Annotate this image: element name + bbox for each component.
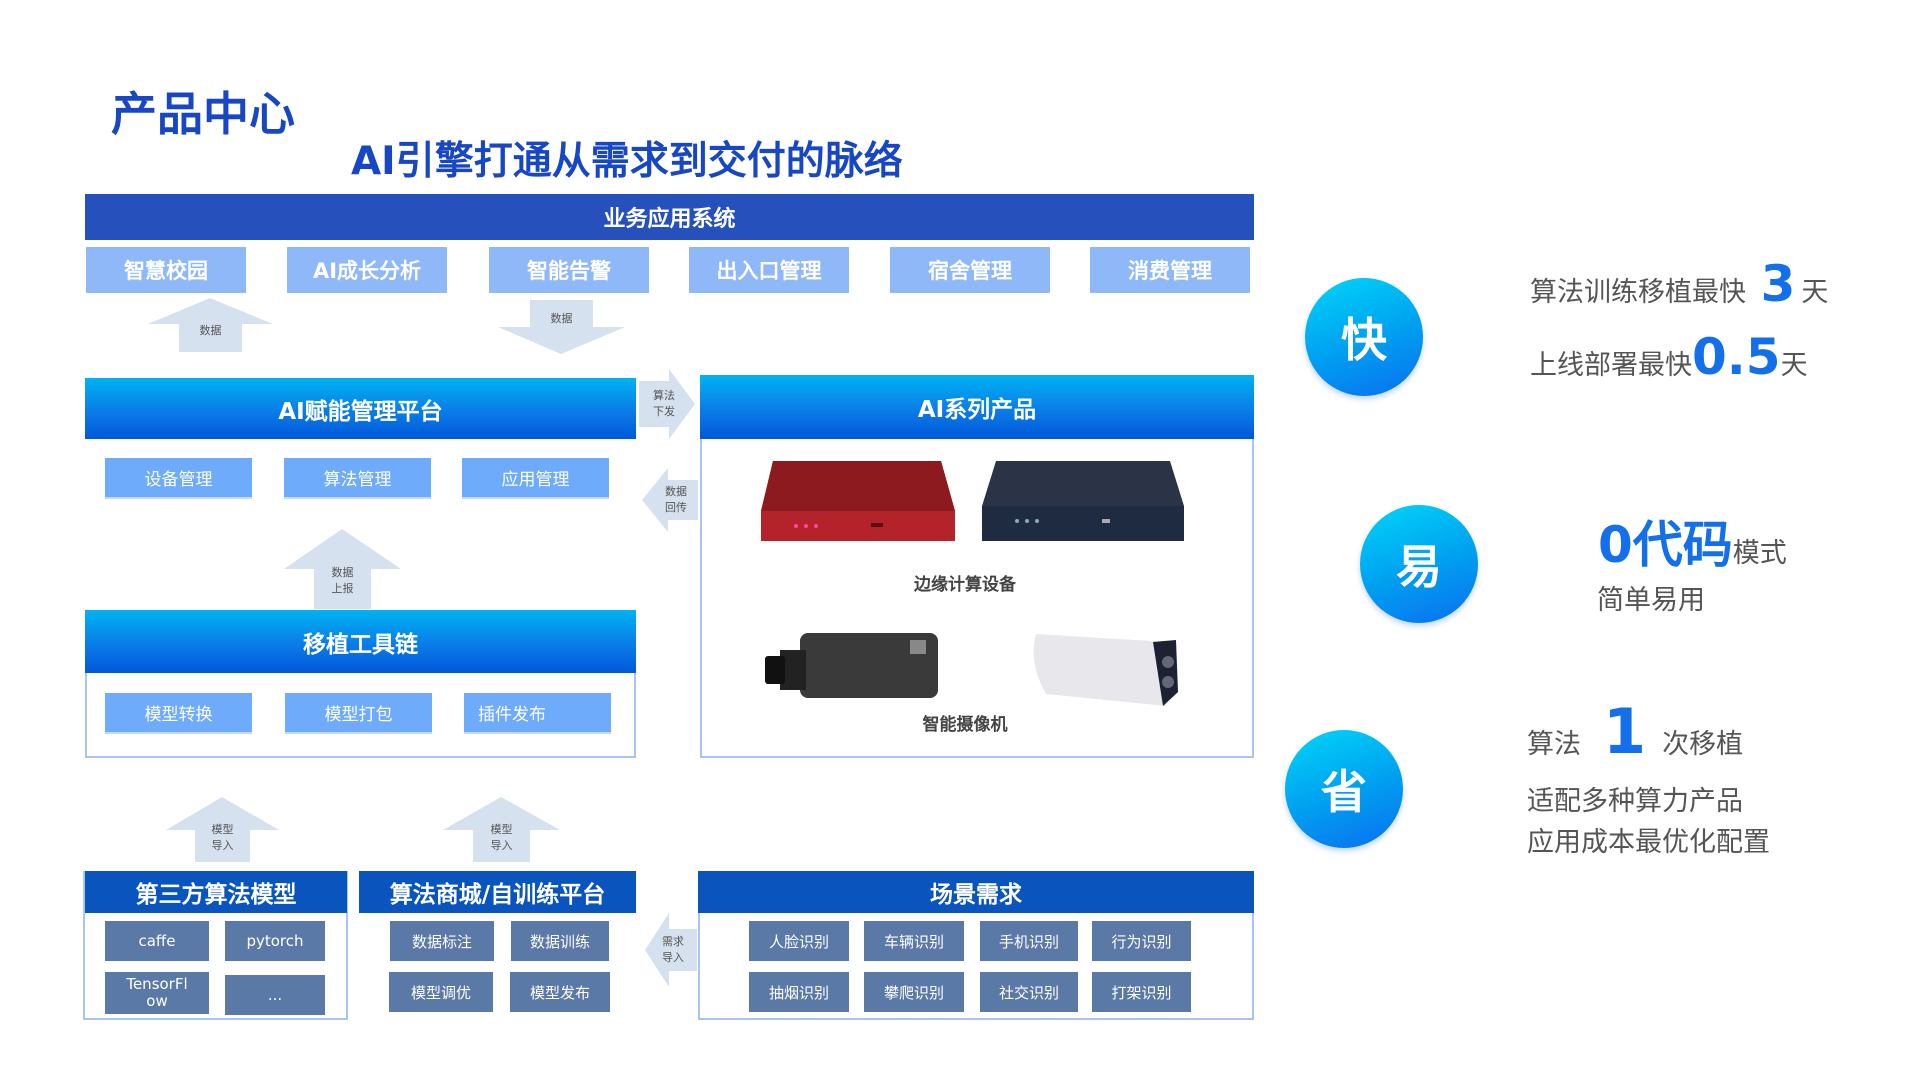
app-smart-campus[interactable]: 智慧校园: [86, 247, 246, 293]
third-party-header: 第三方算法模型: [85, 871, 347, 913]
camera-label: 智能摄像机: [922, 715, 1008, 735]
tool-model-convert[interactable]: 模型转换: [105, 693, 252, 734]
fast-unit: 天: [1780, 350, 1808, 381]
save-pre: 算法: [1527, 729, 1581, 760]
scene-face[interactable]: 人脸识别: [749, 921, 849, 961]
save-line-3: 应用成本最优化配置: [1527, 827, 1770, 858]
arrow-up-data: 数据: [148, 298, 273, 352]
model-tensorflow[interactable]: TensorFl ow: [105, 972, 209, 1014]
arrow-label: 需求: [662, 935, 684, 948]
easy-badge: 易: [1360, 505, 1478, 623]
fast-days-train: 3: [1760, 255, 1796, 313]
arrow-right-algo-down: 算法下发: [639, 369, 695, 439]
app-dorm[interactable]: 宿舍管理: [890, 247, 1050, 293]
easy-line-1: 0代码模式: [1598, 505, 1787, 577]
market-model-publish[interactable]: 模型发布: [510, 972, 610, 1012]
tool-plugin-publish[interactable]: 插件发布: [464, 693, 611, 734]
algo-market-header: 算法商城/自训练平台: [359, 871, 636, 913]
scene-climbing[interactable]: 攀爬识别: [864, 972, 964, 1012]
scene-vehicle[interactable]: 车辆识别: [864, 921, 964, 961]
fast-badge: 快: [1305, 278, 1423, 396]
arrow-label: 数据: [199, 324, 222, 337]
platform-app-mgmt[interactable]: 应用管理: [462, 458, 609, 499]
arrow-up-data-report: 数据上报: [284, 529, 401, 609]
fast-line-2: 上线部署最快0.5天: [1530, 328, 1808, 386]
arrow-label: 数据: [550, 312, 573, 325]
model-more[interactable]: ...: [225, 975, 325, 1015]
model-pytorch[interactable]: pytorch: [225, 921, 325, 961]
arrow-label: 算法: [653, 389, 675, 402]
edge-device-label: 边缘计算设备: [914, 575, 1016, 595]
model-caffe[interactable]: caffe: [105, 921, 209, 961]
page-subtitle: AI引擎打通从需求到交付的脉络: [351, 139, 903, 184]
platform-algo-mgmt[interactable]: 算法管理: [284, 458, 431, 499]
ai-products-header: AI系列产品: [700, 375, 1254, 439]
edge-device-red-image: [761, 461, 955, 541]
arrow-label: 回传: [665, 501, 687, 514]
page-title: 产品中心: [111, 87, 295, 141]
fast-days-deploy: 0.5: [1692, 328, 1781, 386]
fast-line-1-text: 算法训练移植最快: [1530, 277, 1746, 308]
save-suffix: 次移植: [1662, 729, 1744, 760]
market-data-label[interactable]: 数据标注: [390, 921, 494, 961]
easy-line-2: 简单易用: [1597, 585, 1705, 616]
save-line-2: 适配多种算力产品: [1527, 786, 1743, 817]
market-data-train[interactable]: 数据训练: [511, 921, 609, 961]
arrow-label: 导入: [490, 838, 513, 852]
edge-device-dark-image: [982, 461, 1184, 541]
arrow-label: 数据: [665, 485, 687, 498]
app-consumption[interactable]: 消费管理: [1090, 247, 1250, 293]
tool-model-pack[interactable]: 模型打包: [285, 693, 432, 734]
app-smart-alarm[interactable]: 智能告警: [489, 247, 649, 293]
business-system-header: 业务应用系统: [85, 194, 1254, 240]
scene-social[interactable]: 社交识别: [980, 972, 1078, 1012]
platform-device-mgmt[interactable]: 设备管理: [105, 458, 252, 499]
fast-line-2-text: 上线部署最快: [1530, 350, 1692, 381]
arrow-label: 数据: [331, 566, 354, 579]
arrow-up-model-import-1: 模型导入: [166, 797, 279, 862]
arrow-label: 模型: [490, 822, 513, 836]
scenes-header: 场景需求: [698, 871, 1254, 913]
arrow-label: 上报: [331, 582, 354, 595]
scene-fighting[interactable]: 打架识别: [1092, 972, 1191, 1012]
scene-behavior[interactable]: 行为识别: [1092, 921, 1191, 961]
bullet-camera-image: [1028, 632, 1180, 708]
arrow-label: 导入: [211, 838, 234, 852]
save-line-1: 算法 1 次移植: [1527, 695, 1743, 768]
arrow-up-model-import-2: 模型导入: [443, 797, 560, 862]
arrow-label: 下发: [653, 405, 675, 418]
save-badge: 省: [1285, 730, 1403, 848]
arrow-label: 模型: [211, 822, 234, 836]
arrow-label: 导入: [662, 951, 684, 964]
ai-platform-header: AI赋能管理平台: [85, 378, 636, 439]
save-count: 1: [1603, 695, 1647, 768]
market-model-tune[interactable]: 模型调优: [389, 972, 493, 1012]
fast-unit: 天: [1801, 277, 1829, 308]
arrow-down-data: 数据: [498, 300, 625, 354]
app-entrance[interactable]: 出入口管理: [689, 247, 849, 293]
scene-smoking[interactable]: 抽烟识别: [749, 972, 849, 1012]
scene-phone[interactable]: 手机识别: [980, 921, 1078, 961]
box-camera-image: [760, 628, 940, 708]
arrow-left-data-back: 数据回传: [642, 468, 698, 532]
easy-suffix: 模式: [1732, 538, 1787, 569]
app-ai-growth[interactable]: AI成长分析: [287, 247, 447, 293]
toolchain-header: 移植工具链: [85, 610, 636, 673]
easy-zero-code: 0代码: [1598, 516, 1733, 574]
arrow-left-demand-import: 需求导入: [645, 913, 697, 987]
